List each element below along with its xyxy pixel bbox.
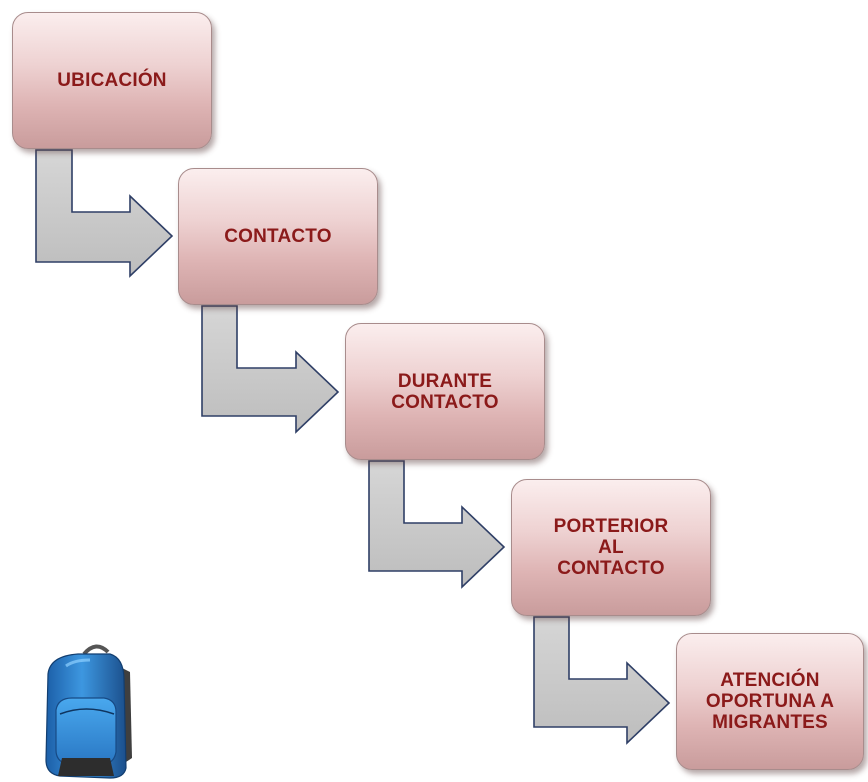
step-label-contacto: CONTACTO [224,226,332,247]
step-box-porterior-al-contacto: PORTERIOR AL CONTACTO [511,479,711,616]
step-label-ubicacion: UBICACIÓN [57,70,167,91]
step-box-contacto: CONTACTO [178,168,378,305]
step-label-atencion-oportuna: ATENCIÓN OPORTUNA A MIGRANTES [705,670,835,733]
bent-arrow-4 [533,616,671,745]
bent-arrow-1 [35,149,174,278]
bent-arrow-3 [368,460,506,589]
step-box-ubicacion: UBICACIÓN [12,12,212,149]
step-box-atencion-oportuna: ATENCIÓN OPORTUNA A MIGRANTES [676,633,864,770]
backpack-icon [45,644,132,779]
bent-arrow-2 [201,305,340,434]
step-label-durante-contacto: DURANTE CONTACTO [391,370,499,413]
step-label-porterior-al-contacto: PORTERIOR AL CONTACTO [553,516,669,579]
step-box-durante-contacto: DURANTE CONTACTO [345,323,545,460]
